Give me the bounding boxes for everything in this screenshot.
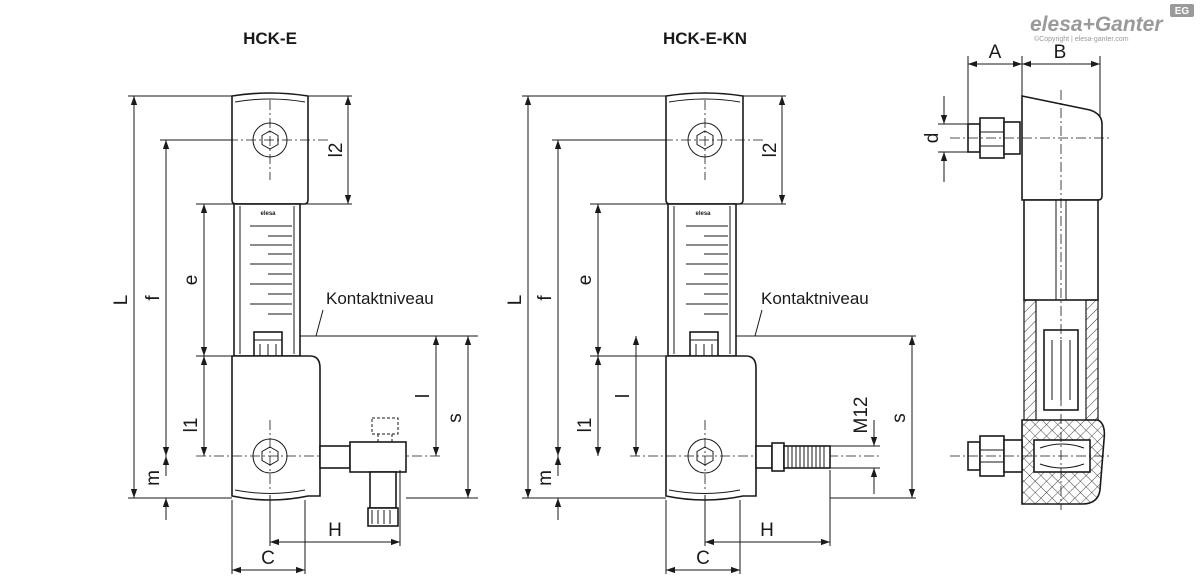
- extension-lines: [128, 95, 478, 574]
- dim-label-m: m: [143, 470, 164, 486]
- dim-label-L: L: [505, 295, 526, 306]
- brand-badge-icon: [1170, 4, 1194, 17]
- dim-label-l2: l2: [326, 143, 347, 158]
- scale-marks: [250, 225, 292, 315]
- dimension-lines: [524, 96, 916, 574]
- brand-copyright: ©Copyright | elesa-ganter.com: [1034, 35, 1129, 43]
- dim-label-B: B: [1054, 42, 1067, 63]
- dimension-lines: [940, 60, 1100, 182]
- dim-label-f: f: [143, 295, 164, 301]
- section-wall-right: [1085, 299, 1099, 421]
- brand-name: elesa+Ganter: [1030, 13, 1164, 36]
- level-sensor-icon: [319, 417, 407, 527]
- sight-tube: [233, 203, 301, 357]
- dim-label-e: e: [575, 275, 596, 286]
- dim-label-C: C: [696, 548, 710, 569]
- contact-level-label: Kontaktniveau: [761, 289, 869, 308]
- dim-label-l1: l1: [575, 418, 596, 433]
- dimension-lines: [130, 96, 472, 574]
- dim-label-l2: l2: [760, 143, 781, 158]
- dim-label-s: s: [445, 413, 466, 423]
- dim-label-l: l: [413, 394, 434, 398]
- brand-badge: EG: [1175, 6, 1190, 17]
- view-hck-e-kn: HCK-E-KN elesa: [505, 29, 916, 574]
- side-upper-block: [1021, 95, 1103, 201]
- dim-label-A: A: [989, 42, 1002, 63]
- view-side-section: A B d: [922, 42, 1110, 510]
- view-title: HCK-E-KN: [663, 29, 747, 48]
- lower-block: [231, 355, 321, 501]
- dim-label-s: s: [889, 413, 910, 423]
- brand-logo: elesa+Ganter EG ©Copyright | elesa-gante…: [1030, 4, 1194, 43]
- threaded-sensor-icon: [755, 442, 831, 472]
- extension-lines: [522, 95, 916, 574]
- dim-label-H: H: [328, 520, 342, 541]
- dim-label-l: l: [613, 394, 634, 398]
- dim-label-l1: l1: [181, 418, 202, 433]
- scale-marks: [686, 225, 728, 315]
- dim-label-M12: M12: [851, 397, 872, 434]
- dim-label-C: C: [261, 548, 275, 569]
- dim-label-H: H: [760, 520, 774, 541]
- view-title: HCK-E: [243, 29, 297, 48]
- dim-label-d: d: [922, 133, 943, 144]
- lower-block: [665, 355, 757, 501]
- section-wall-left: [1023, 299, 1037, 421]
- dim-label-f: f: [535, 295, 556, 301]
- dim-label-m: m: [535, 470, 556, 486]
- dim-label-L: L: [111, 295, 132, 306]
- tube-logo-icon: elesa: [695, 211, 711, 217]
- view-hck-e: HCK-E elesa: [111, 29, 478, 574]
- tube-logo-icon: elesa: [260, 211, 276, 217]
- dim-label-e: e: [181, 275, 202, 286]
- contact-level-label: Kontaktniveau: [326, 289, 434, 308]
